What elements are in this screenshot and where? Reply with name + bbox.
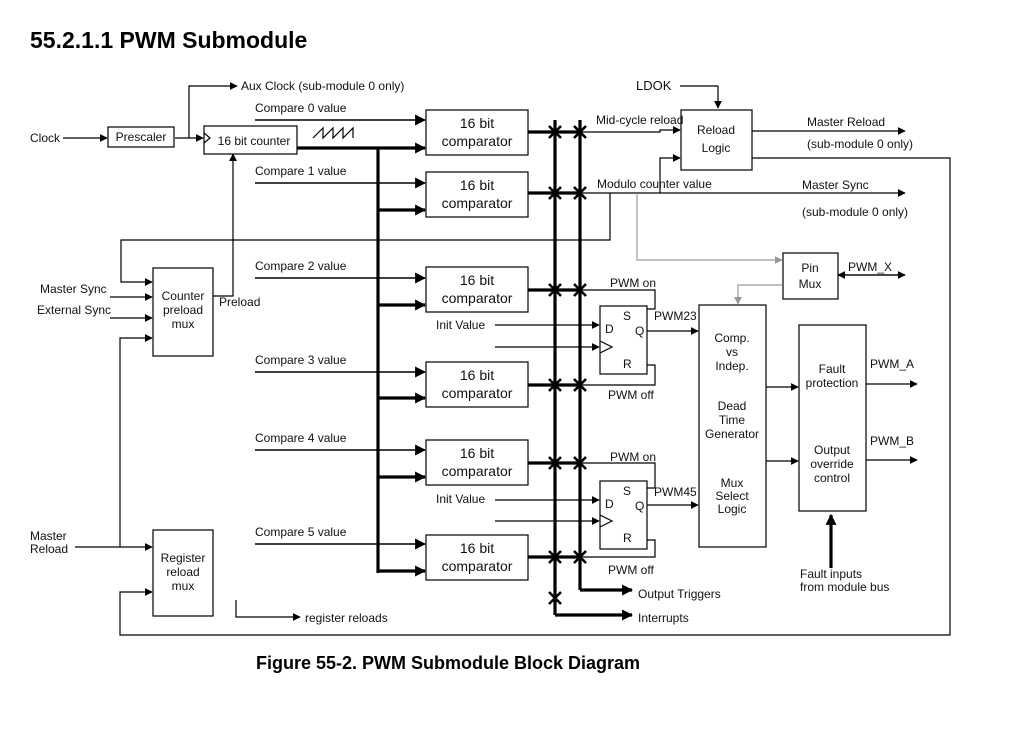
ldok-label: LDOK xyxy=(636,78,672,93)
fault-control-block: Fault protection Output override control xyxy=(798,324,867,512)
compare-5-label: Compare 5 value xyxy=(255,525,347,539)
master-sync-out-label: Master Sync xyxy=(802,178,869,192)
output-triggers-label: Output Triggers xyxy=(638,587,721,601)
reload-logic-block: Reload Logic xyxy=(680,109,753,171)
master-sync-note: (sub-module 0 only) xyxy=(802,205,908,219)
figure-caption: Figure 55-2. PWM Submodule Block Diagram xyxy=(256,653,640,673)
pwm45-label: PWM45 xyxy=(654,485,697,499)
register-reloads-label: register reloads xyxy=(305,611,388,625)
master-reload-out-label: Master Reload xyxy=(807,115,885,129)
clock-label: Clock xyxy=(30,131,61,145)
comp-line2: vs xyxy=(726,345,738,359)
compare-2-label: Compare 2 value xyxy=(255,259,347,273)
crosspoint-marks xyxy=(548,125,587,605)
master-reload-note: (sub-module 0 only) xyxy=(807,137,913,151)
comp-line1: Comp. xyxy=(714,331,749,345)
pwm-off-label-2: PWM off xyxy=(608,563,654,577)
section-heading: 55.2.1.1 PWM Submodule xyxy=(30,27,307,53)
comparator-5-line1: 16 bit xyxy=(460,540,494,556)
comp-deadtime-block: Comp. vs Indep. Dead Time Generator Mux … xyxy=(698,304,767,548)
ff2-s: S xyxy=(623,484,631,498)
master-reload-in-line1: Master xyxy=(30,529,67,543)
comp-line9: Logic xyxy=(718,502,747,516)
prescaler-label: Prescaler xyxy=(116,130,167,144)
compare-0-label: Compare 0 value xyxy=(255,101,347,115)
comp-line8: Select xyxy=(715,489,749,503)
ff1-d: D xyxy=(605,322,614,336)
register-reload-mux-line2: reload xyxy=(166,565,199,579)
pwm-on-label-1: PWM on xyxy=(610,276,656,290)
prescaler-block: Prescaler xyxy=(107,126,175,148)
comparator-4-line2: comparator xyxy=(442,463,513,479)
comp-line3: Indep. xyxy=(715,359,748,373)
interrupts-label: Interrupts xyxy=(638,611,689,625)
master-sync-in-label: Master Sync xyxy=(40,282,107,296)
comparator-1-line2: comparator xyxy=(442,195,513,211)
comp-line5: Time xyxy=(719,413,746,427)
external-sync-label: External Sync xyxy=(37,303,111,317)
ff1-q: Q xyxy=(635,324,644,338)
preload-label: Preload xyxy=(219,295,260,309)
reload-logic-line1: Reload xyxy=(697,123,735,137)
comparator-2-line2: comparator xyxy=(442,290,513,306)
fault-inputs-line2: from module bus xyxy=(800,580,889,594)
mid-cycle-reload-label: Mid-cycle reload xyxy=(596,113,683,127)
comparator-4-line1: 16 bit xyxy=(460,445,494,461)
counter-block: 16 bit counter xyxy=(203,125,298,155)
init-value-label-2: Init Value xyxy=(436,492,485,506)
wires xyxy=(63,82,951,636)
pwm-b-label: PWM_B xyxy=(870,434,914,448)
fault-line5: control xyxy=(814,471,850,485)
counter-label: 16 bit counter xyxy=(218,134,291,148)
fault-line1: Fault xyxy=(819,362,846,376)
init-value-label-1: Init Value xyxy=(436,318,485,332)
flipflop-pwm45: S Q D R xyxy=(599,480,648,550)
comp-line7: Mux xyxy=(721,476,744,490)
pwm-x-label: PWM_X xyxy=(848,260,892,274)
comparator-5-line2: comparator xyxy=(442,558,513,574)
pin-mux-line2: Mux xyxy=(799,277,822,291)
compare-1-label: Compare 1 value xyxy=(255,164,347,178)
modulo-counter-value-label: Modulo counter value xyxy=(597,177,712,191)
comparator-3-line2: comparator xyxy=(442,385,513,401)
signal-labels: Clock Aux Clock (sub-module 0 only) LDOK… xyxy=(30,78,914,625)
register-reload-mux-line1: Register xyxy=(161,551,206,565)
counter-preload-mux-line1: Counter xyxy=(162,289,205,303)
ff2-q: Q xyxy=(635,499,644,513)
pwm23-label: PWM23 xyxy=(654,309,697,323)
compare-4-label: Compare 4 value xyxy=(255,431,347,445)
pwm-a-label: PWM_A xyxy=(870,357,914,371)
compare-3-label: Compare 3 value xyxy=(255,353,347,367)
ff2-d: D xyxy=(605,497,614,511)
counter-preload-mux-line3: mux xyxy=(172,317,195,331)
flipflop-pwm23: S Q D R xyxy=(599,305,648,375)
comparator-2-line1: 16 bit xyxy=(460,272,494,288)
comp-line6: Generator xyxy=(705,427,759,441)
comparator-0-line2: comparator xyxy=(442,133,513,149)
comparator-blocks: 16 bit comparator 16 bit comparator 16 b… xyxy=(425,109,529,581)
fault-inputs-line1: Fault inputs xyxy=(800,567,862,581)
comparator-1-line1: 16 bit xyxy=(460,177,494,193)
aux-clock-label: Aux Clock (sub-module 0 only) xyxy=(241,79,404,93)
pin-mux-block: Pin Mux xyxy=(782,252,839,300)
master-reload-in-line2: Reload xyxy=(30,542,68,556)
register-reload-mux-line3: mux xyxy=(172,579,195,593)
counter-preload-mux-block: Counter preload mux xyxy=(152,267,214,357)
pin-mux-line1: Pin xyxy=(801,261,818,275)
ff1-s: S xyxy=(623,309,631,323)
comparator-3-line1: 16 bit xyxy=(460,367,494,383)
ff2-r: R xyxy=(623,531,632,545)
pwm-off-label-1: PWM off xyxy=(608,388,654,402)
comparator-0-line1: 16 bit xyxy=(460,115,494,131)
comp-line4: Dead xyxy=(718,399,747,413)
fault-line3: Output xyxy=(814,443,851,457)
ff1-r: R xyxy=(623,357,632,371)
counter-preload-mux-line2: preload xyxy=(163,303,203,317)
fault-line2: protection xyxy=(806,376,859,390)
register-reload-mux-block: Register reload mux xyxy=(152,529,214,617)
reload-logic-line2: Logic xyxy=(702,141,731,155)
fault-line4: override xyxy=(810,457,854,471)
pwm-on-label-2: PWM on xyxy=(610,450,656,464)
